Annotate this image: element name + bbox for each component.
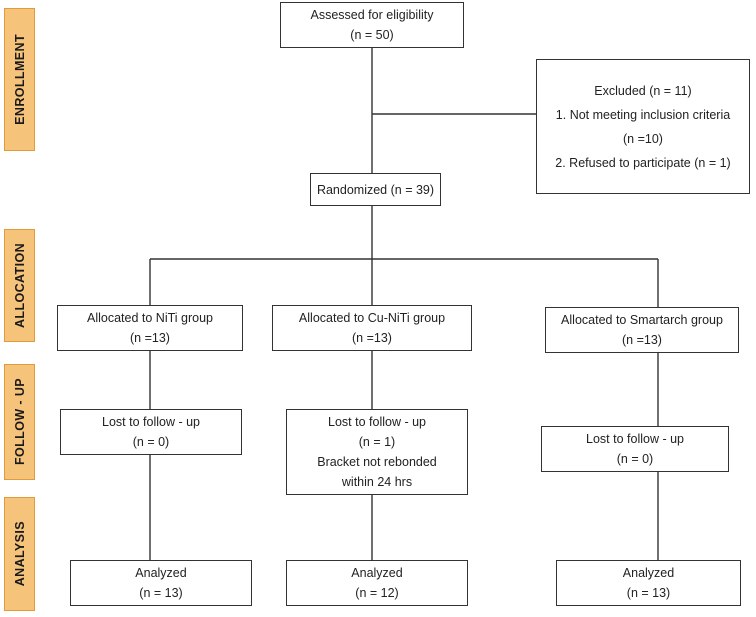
stage-allocation-label: ALLOCATION [12, 242, 27, 328]
assessed-box: Assessed for eligibility (n = 50) [280, 2, 464, 48]
analysis-smartarch-label: Analyzed [622, 566, 675, 580]
analysis-niti-box: Analyzed (n = 13) [70, 560, 252, 606]
analysis-cuniti-box: Analyzed (n = 12) [286, 560, 468, 606]
analysis-niti-label: Analyzed [135, 566, 187, 580]
assessed-label: Assessed for eligibility [310, 8, 434, 22]
excluded-reason-2: 2. Refused to participate (n = 1) [555, 155, 731, 170]
analysis-smartarch-count: (n = 13) [626, 586, 671, 600]
randomized-label: Randomized (n = 39) [316, 182, 435, 197]
excluded-reason-1: 1. Not meeting inclusion criteria [555, 107, 731, 122]
allocation-niti-label: Allocated to NiTi group [87, 311, 213, 325]
stage-follow-up: FOLLOW - UP [4, 364, 35, 480]
followup-cuniti-count: (n = 1) [358, 435, 396, 449]
excluded-label: Excluded (n = 11) [594, 83, 692, 98]
assessed-count: (n = 50) [350, 28, 394, 42]
followup-niti-count: (n = 0) [132, 435, 170, 449]
followup-cuniti-box: Lost to follow - up (n = 1) Bracket not … [286, 409, 468, 495]
allocation-niti-count: (n =13) [130, 331, 170, 345]
excluded-reason-1-count: (n =10) [623, 131, 663, 146]
stage-allocation: ALLOCATION [4, 229, 35, 342]
allocation-cuniti-label: Allocated to Cu-NiTi group [298, 311, 446, 325]
stage-analysis: ANALYSIS [4, 497, 35, 611]
stage-enrollment-label: ENROLLMENT [12, 34, 27, 125]
allocation-cuniti-box: Allocated to Cu-NiTi group (n =13) [272, 305, 472, 351]
analysis-cuniti-label: Analyzed [351, 566, 403, 580]
followup-cuniti-label: Lost to follow - up [328, 415, 426, 429]
followup-niti-box: Lost to follow - up (n = 0) [60, 409, 242, 455]
allocation-cuniti-count: (n =13) [352, 331, 392, 345]
followup-cuniti-note-2: within 24 hrs [341, 475, 413, 489]
excluded-box: Excluded (n = 11) 1. Not meeting inclusi… [536, 59, 750, 194]
analysis-niti-count: (n = 13) [139, 586, 183, 600]
stage-analysis-label: ANALYSIS [12, 521, 27, 587]
followup-cuniti-note-1: Bracket not rebonded [317, 455, 437, 469]
followup-smartarch-label: Lost to follow - up [586, 432, 684, 446]
followup-niti-label: Lost to follow - up [102, 415, 200, 429]
allocation-smartarch-box: Allocated to Smartarch group (n =13) [545, 307, 739, 353]
allocation-smartarch-label: Allocated to Smartarch group [561, 313, 723, 327]
followup-smartarch-count: (n = 0) [616, 452, 654, 466]
allocation-smartarch-count: (n =13) [622, 333, 662, 347]
stage-enrollment: ENROLLMENT [4, 8, 35, 151]
followup-smartarch-box: Lost to follow - up (n = 0) [541, 426, 729, 472]
randomized-box: Randomized (n = 39) [310, 173, 441, 206]
allocation-niti-box: Allocated to NiTi group (n =13) [57, 305, 243, 351]
stage-follow-up-label: FOLLOW - UP [12, 378, 27, 466]
analysis-cuniti-count: (n = 12) [355, 586, 399, 600]
analysis-smartarch-box: Analyzed (n = 13) [556, 560, 741, 606]
